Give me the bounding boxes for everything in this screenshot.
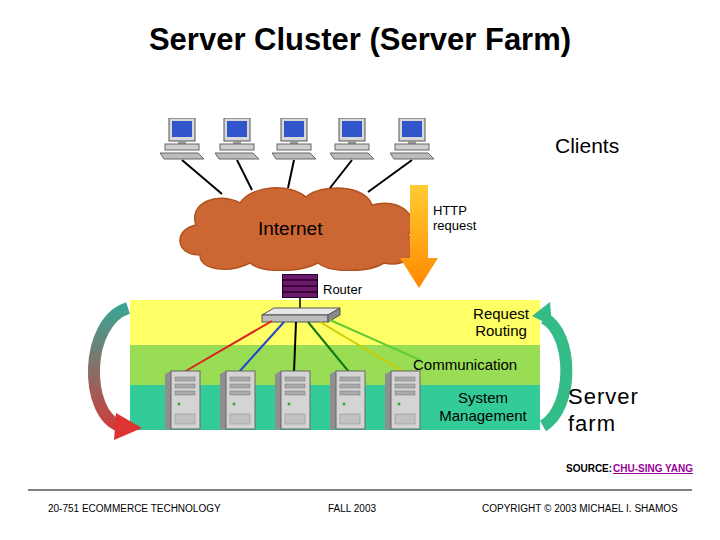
layer-band: Request Routing	[130, 300, 540, 345]
client-pc	[330, 118, 374, 159]
layer-label: Request Routing	[463, 305, 539, 339]
client-link	[368, 160, 412, 192]
footer-course: 20-751 ECOMMERCE TECHNOLOGY	[48, 503, 221, 514]
router-label: Router	[323, 282, 362, 297]
layer-band: System Management	[130, 385, 540, 430]
router-box: Router	[282, 274, 318, 298]
cloud-shape	[180, 188, 415, 271]
footer-copyright: COPYRIGHT © 2003 MICHAEL I. SHAMOS	[482, 503, 678, 514]
client-link	[288, 160, 294, 188]
client-link	[182, 160, 222, 194]
cloud-label: Internet	[258, 218, 322, 240]
cycle-arrow	[543, 318, 566, 426]
layer-label: Communication	[413, 356, 517, 373]
source-label: SOURCE:	[566, 463, 612, 474]
arrow-label: HTTP request	[433, 203, 493, 233]
client-link	[330, 160, 352, 188]
client-link	[237, 160, 252, 190]
footer-rule	[28, 490, 692, 491]
layer-label: System Management	[430, 389, 536, 425]
slide-title: Server Cluster (Server Farm)	[0, 22, 720, 58]
client-pc	[215, 118, 259, 159]
internet-cloud: Internet	[170, 183, 422, 271]
client-pc	[272, 118, 316, 159]
clients-label: Clients	[555, 134, 619, 158]
client-pc	[160, 118, 204, 159]
cycle-arrow	[94, 308, 128, 426]
layer-band: Communication	[130, 345, 540, 385]
footer-term: FALL 2003	[328, 503, 376, 514]
client-pc	[390, 118, 434, 159]
client-links	[182, 160, 412, 194]
source-link: CHU-SING YANG	[613, 463, 693, 474]
farm-label: Server farm	[568, 383, 653, 437]
